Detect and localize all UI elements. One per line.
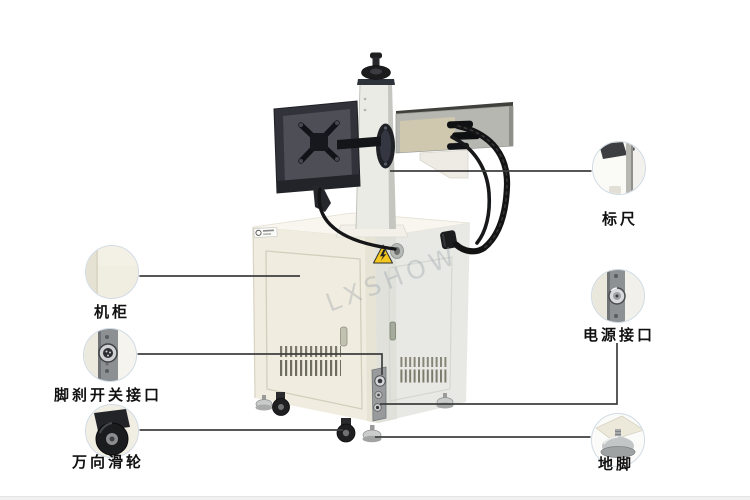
- door-handle: [340, 326, 348, 347]
- power-port-detail-image: [592, 270, 644, 322]
- hand-wheel: [361, 52, 391, 80]
- bottom-divider: [0, 496, 750, 500]
- callout-bubble-ground-foot: [591, 413, 645, 467]
- ventilation-louvers: [279, 346, 447, 383]
- laser-head: [395, 102, 514, 179]
- ruler-detail-image: [593, 142, 645, 194]
- ce-label: [253, 227, 278, 238]
- monitor: [273, 100, 381, 212]
- cabinet-detail-image: [86, 246, 138, 298]
- foot-brake-port-detail-image: [84, 329, 136, 381]
- label-ruler: 标尺: [601, 210, 639, 228]
- label-cabinet: 机柜: [93, 303, 131, 321]
- caster-detail-image: [86, 405, 138, 457]
- callout-bubble-cabinet: [85, 245, 139, 299]
- ground-foot-detail-image: [592, 414, 644, 466]
- callout-bubble-foot-brake-port: [83, 328, 137, 382]
- cabinet-door: [265, 250, 363, 410]
- callout-bubble-power-port: [591, 269, 645, 323]
- warning-triangle-icon: [373, 244, 393, 264]
- callout-bubble-ruler: [592, 141, 646, 195]
- vesa-bracket: [298, 120, 381, 164]
- cables: [317, 122, 511, 255]
- label-foot-brake-port: 脚刹开关接口: [53, 386, 163, 404]
- label-power-port: 电源接口: [582, 326, 656, 344]
- column: [335, 52, 409, 238]
- leader-power: [380, 343, 618, 405]
- caster-wheels: [272, 392, 356, 443]
- leader-foot-brake: [135, 353, 383, 375]
- label-caster: 万向滑轮: [71, 453, 145, 471]
- monitor-cable-hanger: [313, 185, 331, 212]
- label-ground-foot: 地脚: [597, 455, 635, 473]
- monitor-mount-plate: [376, 123, 395, 169]
- callout-bubble-caster: [85, 404, 139, 458]
